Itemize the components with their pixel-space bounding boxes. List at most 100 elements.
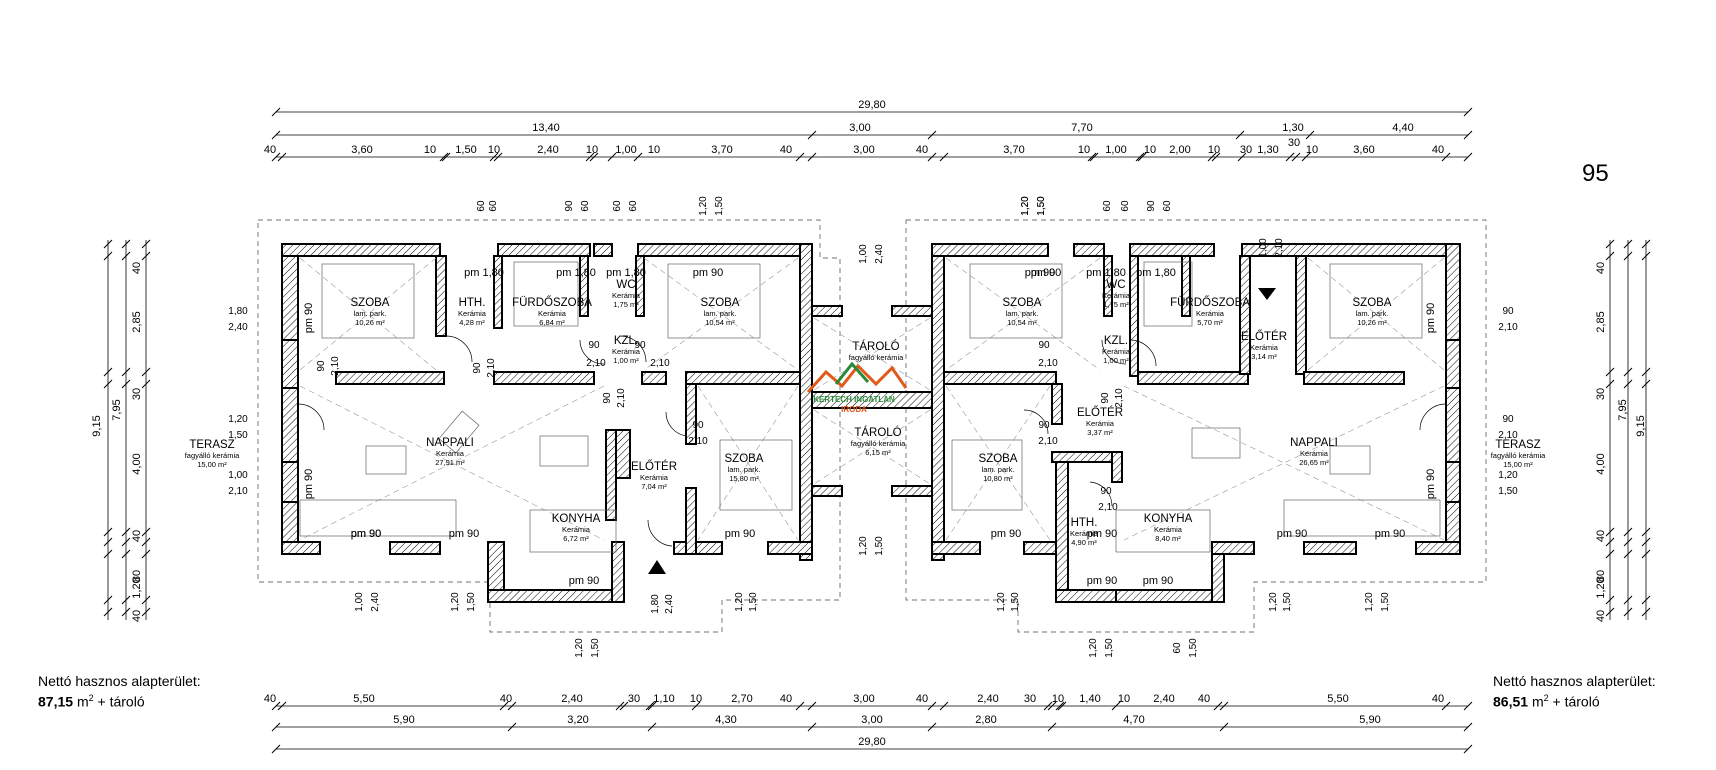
dim-top-row3: 1,00: [1105, 144, 1126, 156]
room-material: Kerámia: [1102, 291, 1131, 300]
net-area-left-suffix: + tároló: [93, 693, 145, 710]
size-label: 1,20: [1268, 592, 1279, 612]
opening-label: pm 1,80: [464, 267, 504, 279]
size-label: 1,50: [1380, 592, 1391, 612]
dim-bottom-row1: 40: [264, 693, 276, 705]
dim-bottom-row1: 5,50: [353, 693, 374, 705]
size-label: 1,20: [1364, 592, 1375, 612]
dim-top-row3: 10: [424, 144, 436, 156]
room-name: KONYHA: [552, 513, 601, 525]
dim-tick: [1237, 152, 1247, 162]
size-label: 1,20: [858, 536, 869, 556]
dim-left-seg: 40: [131, 262, 143, 274]
size-label: 1,50: [874, 536, 885, 556]
room-material: fagyálló kerámia: [849, 353, 904, 362]
room-name: ELŐTÉR: [1241, 329, 1287, 343]
dim-tick: [1087, 152, 1097, 162]
dim-left-seg: 1,20: [131, 577, 143, 598]
dim-tick: [103, 251, 113, 261]
dim-tick: [633, 152, 643, 162]
size-label: 2,40: [664, 594, 675, 614]
size-label: 60: [476, 200, 487, 212]
dim-tick: [121, 537, 131, 547]
dim-bottom-row2: 4,70: [1123, 714, 1144, 726]
dim-tick: [489, 152, 499, 162]
dim-tick: [141, 367, 151, 377]
opening-label: pm 90: [303, 303, 315, 334]
size-label: 60: [1162, 200, 1173, 212]
dim-tick: [121, 607, 131, 617]
dim-tick: [121, 379, 131, 389]
size-label: 1,20: [574, 638, 585, 658]
dim-left-seg: 30: [131, 388, 143, 400]
dim-tick: [271, 107, 281, 117]
size-label: 1,50: [1104, 638, 1115, 658]
svg-text:IRODA: IRODA: [841, 405, 867, 414]
dim-top-row3: 3,60: [351, 144, 372, 156]
room-area: 7,04 m²: [641, 482, 667, 491]
size-label: 90: [1502, 414, 1514, 425]
size-label: 90: [1100, 392, 1111, 404]
opening-label: pm 90: [449, 528, 480, 540]
dim-tick: [1047, 701, 1057, 711]
room-material: Kerámia: [640, 473, 669, 482]
size-label: 90: [1038, 420, 1050, 431]
dim-top-total: 29,80: [858, 99, 886, 111]
room-material: Kerámia: [436, 449, 465, 458]
room-material: Kerámia: [1300, 449, 1329, 458]
room-material: Kerámia: [1070, 529, 1099, 538]
dim-top-row2: 4,40: [1392, 122, 1413, 134]
room-name: ELŐTÉR: [1077, 405, 1123, 419]
dim-tick: [619, 701, 629, 711]
net-area-right-sup: 2: [1543, 693, 1549, 703]
dim-tick: [121, 239, 131, 249]
room-name: HTH.: [1071, 517, 1098, 529]
room-area: 1,75 m²: [613, 300, 639, 309]
size-label: 2,10: [650, 358, 670, 369]
dim-tick: [141, 549, 151, 559]
dim-tick: [141, 239, 151, 249]
net-area-right-unit: m: [1531, 693, 1544, 710]
dim-tick: [1623, 549, 1633, 559]
room-area: 15,00 m²: [197, 460, 227, 469]
size-label: 1,20: [228, 414, 248, 425]
dim-tick: [1207, 152, 1217, 162]
room-material: Kerámia: [1250, 343, 1279, 352]
room-name: FÜRDŐSZOBA: [1170, 295, 1250, 309]
dim-bottom-row1: 10: [1052, 693, 1064, 705]
dim-tick: [585, 152, 595, 162]
dim-tick: [103, 239, 113, 249]
room-area: 26,65 m²: [1299, 458, 1329, 467]
size-label: 90: [588, 340, 600, 351]
room-area: 6,15 m²: [865, 448, 891, 457]
net-area-left: Nettó hasznos alapterület: 87,15 m2 + tá…: [38, 673, 201, 711]
dim-tick: [121, 527, 131, 537]
dim-tick: [1463, 130, 1473, 140]
opening-label: pm 90: [1025, 267, 1056, 279]
size-label: 90: [564, 200, 575, 212]
dim-tick: [927, 722, 937, 732]
dim-top-row2: 13,40: [532, 122, 560, 134]
dim-tick: [1441, 701, 1451, 711]
dim-tick: [1605, 379, 1615, 389]
size-label: 1,50: [1282, 592, 1293, 612]
dim-right-seg: 1,20: [1595, 577, 1607, 598]
size-label: 60: [628, 200, 639, 212]
dim-bottom-row1: 2,40: [561, 693, 582, 705]
dim-tick: [1641, 527, 1651, 537]
dim-tick: [1463, 152, 1473, 162]
opening-label: pm 90: [1087, 528, 1118, 540]
dim-top-row3: 40: [780, 144, 792, 156]
room-material: Kerámia: [1196, 309, 1225, 318]
opening-label: pm 1,80: [556, 267, 596, 279]
size-label: 2,10: [1498, 430, 1518, 441]
room-area: 15,80 m²: [729, 474, 759, 483]
room-name: KZL.: [1104, 335, 1128, 347]
opening-label: pm 90: [1087, 575, 1118, 587]
dim-tick: [1641, 595, 1651, 605]
dim-top-row3: 3,70: [1003, 144, 1024, 156]
net-area-left-unit: m: [76, 693, 89, 710]
room-material: Kerámia: [538, 309, 567, 318]
size-label: 1,50: [1188, 638, 1199, 658]
